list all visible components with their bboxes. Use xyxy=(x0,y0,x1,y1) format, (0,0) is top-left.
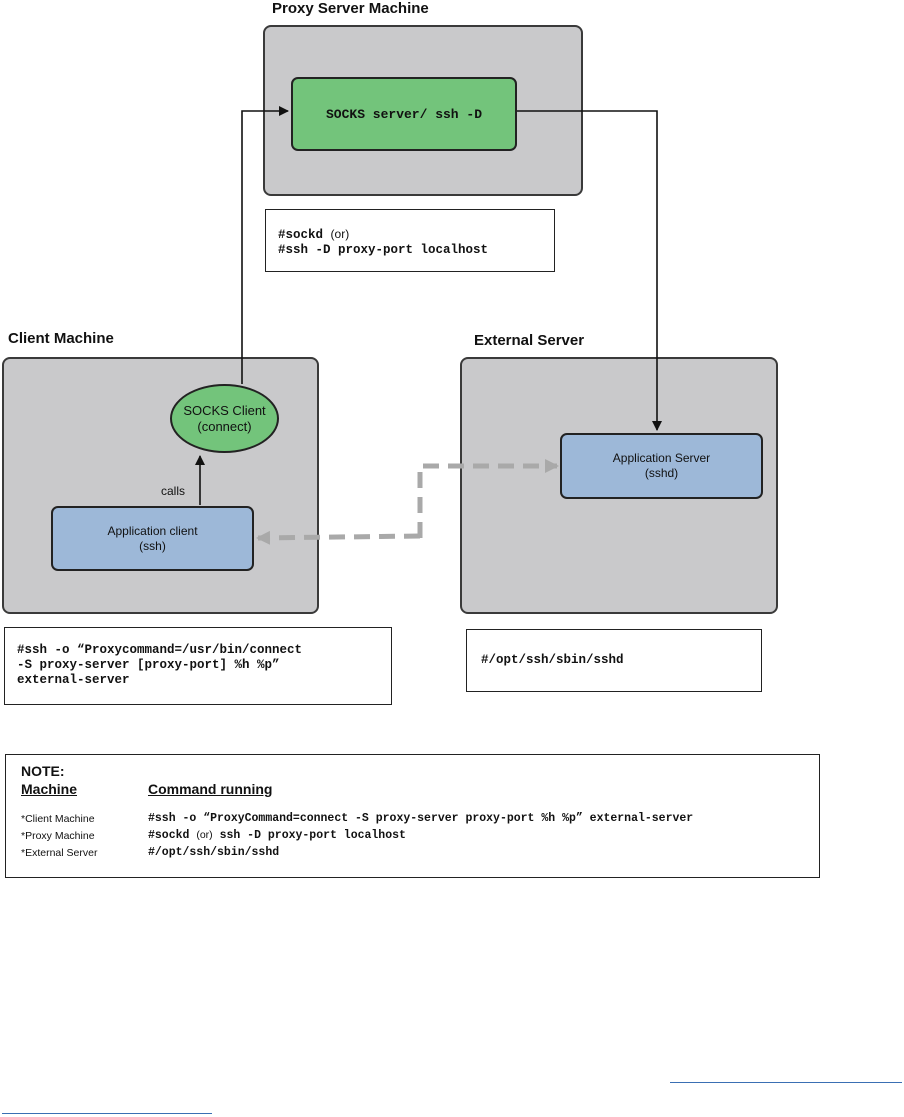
note-col-command: Command running xyxy=(148,781,273,797)
proxy-machine-title: Proxy Server Machine xyxy=(272,0,429,17)
application-server-box: Application Server (sshd) xyxy=(560,433,763,499)
socks-server-label: SOCKS server/ ssh -D xyxy=(325,106,483,122)
external-command-box: #/opt/ssh/sbin/sshd xyxy=(466,629,762,692)
calls-label: calls xyxy=(161,484,186,498)
application-client-label: Application client xyxy=(107,523,198,538)
note-row-client-machine: *Client Machine xyxy=(21,813,95,825)
socks-client-sublabel: (connect) xyxy=(197,418,252,434)
footer-link-underline-left[interactable] xyxy=(2,1113,212,1114)
client-cmd-line2: -S proxy-server [proxy-port] %h %p” xyxy=(17,658,280,672)
proxy-cmd-code: #sockd xyxy=(278,228,324,242)
note-row-client-command: #ssh -o “ProxyCommand=connect -S proxy-s… xyxy=(148,812,694,825)
note-row-external-command: #/opt/ssh/sbin/sshd xyxy=(148,846,280,859)
note-row-proxy-machine: *Proxy Machine xyxy=(21,830,95,842)
proxy-cmd-or: (or) xyxy=(330,227,350,241)
external-cmd-text: #/opt/ssh/sbin/sshd xyxy=(481,653,624,667)
footer-link-underline-right[interactable] xyxy=(670,1082,902,1083)
application-client-sublabel: (ssh) xyxy=(139,538,166,553)
client-cmd-line1: #ssh -o “Proxycommand=/usr/bin/connect xyxy=(17,643,303,657)
note-table: NOTE: Machine Command running *Client Ma… xyxy=(5,754,820,878)
client-machine-title: Client Machine xyxy=(8,330,114,347)
note-col-machine: Machine xyxy=(21,781,78,797)
client-cmd-line3: external-server xyxy=(17,673,130,687)
proxy-cmd-line2: #ssh -D proxy-port localhost xyxy=(278,243,489,257)
proxy-command-box: #sockd (or) #ssh -D proxy-port localhost xyxy=(265,209,555,272)
note-proxy-cmd-code1: #sockd xyxy=(148,829,190,842)
note-row-external-machine: *External Server xyxy=(21,847,98,859)
note-title: NOTE: xyxy=(21,763,65,779)
external-server-title: External Server xyxy=(474,332,585,349)
socks-client-label: SOCKS Client xyxy=(183,402,266,418)
note-proxy-cmd-or: (or) xyxy=(196,829,213,841)
application-client-box: Application client (ssh) xyxy=(51,506,254,571)
client-command-box: #ssh -o “Proxycommand=/usr/bin/connect -… xyxy=(4,627,392,705)
note-proxy-cmd-code2: ssh -D proxy-port localhost xyxy=(219,829,406,842)
socks-client-ellipse: SOCKS Client (connect) xyxy=(170,384,279,453)
note-row-proxy-command: #sockd (or) ssh -D proxy-port localhost xyxy=(148,829,406,842)
application-server-sublabel: (sshd) xyxy=(644,466,679,480)
application-server-label: Application Server xyxy=(612,451,711,465)
socks-server-box: SOCKS server/ ssh -D xyxy=(291,77,517,151)
